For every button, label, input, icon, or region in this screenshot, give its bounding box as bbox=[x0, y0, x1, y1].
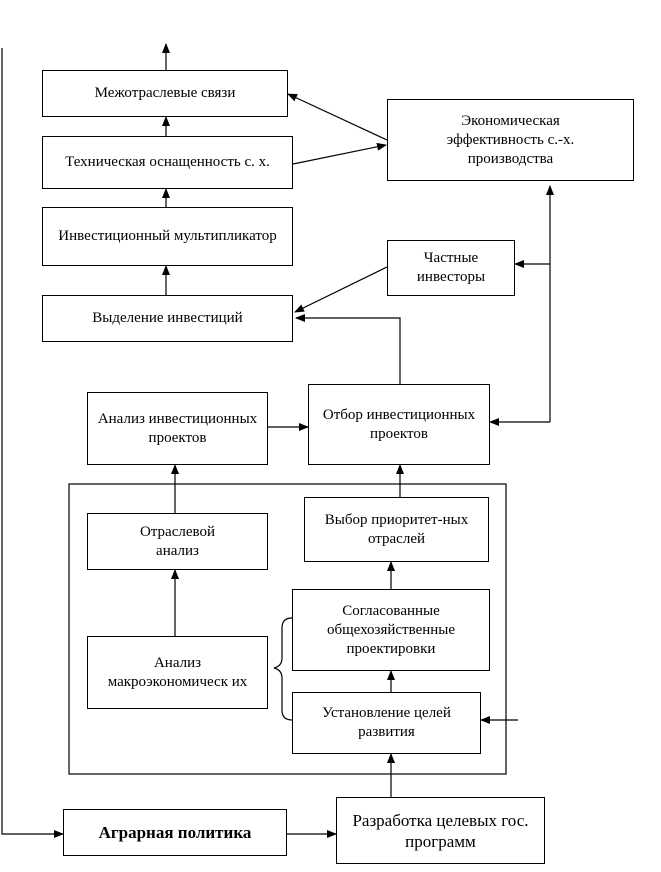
arrow-econ-to-mezh bbox=[287, 93, 388, 141]
node-chastnye: Частные инвесторы bbox=[387, 240, 515, 296]
node-agrarnaya: Аграрная политика bbox=[63, 809, 287, 856]
node-vybor: Выбор приоритет-ных отраслей bbox=[304, 497, 489, 562]
node-investitsionnyi: Инвестиционный мультипликатор bbox=[42, 207, 293, 266]
node-ekonomicheskaya: Экономическая эффективность с.-х. произв… bbox=[387, 99, 634, 181]
node-tekhnicheskaya: Техническая оснащенность с. х. bbox=[42, 136, 293, 189]
curly-brace bbox=[273, 617, 293, 721]
node-otraslevoi: Отраслевой анализ bbox=[87, 513, 268, 570]
node-mezhotraslevye: Межотраслевые связи bbox=[42, 70, 288, 117]
node-razrabotka: Разработка целевых гос. программ bbox=[336, 797, 545, 864]
node-analiz-proektov: Анализ инвестиционных проектов bbox=[87, 392, 268, 465]
inner-frame bbox=[68, 483, 507, 775]
node-otbor: Отбор инвестиционных проектов bbox=[308, 384, 490, 465]
node-vydelenie: Выделение инвестиций bbox=[42, 295, 293, 342]
arrow-otbor-to-vydel bbox=[295, 314, 401, 384]
node-soglasovannye: Согласованные общехозяйственные проектир… bbox=[292, 589, 490, 671]
arrow-chastnye-to-vydel bbox=[294, 266, 388, 313]
arrow-tech-to-econ bbox=[292, 142, 387, 165]
node-ustanovlenie: Установление целей развития bbox=[292, 692, 481, 754]
arrow-left-line-to-agrar bbox=[1, 48, 64, 838]
node-analiz-makro: Анализ макроэкономическ их bbox=[87, 636, 268, 709]
